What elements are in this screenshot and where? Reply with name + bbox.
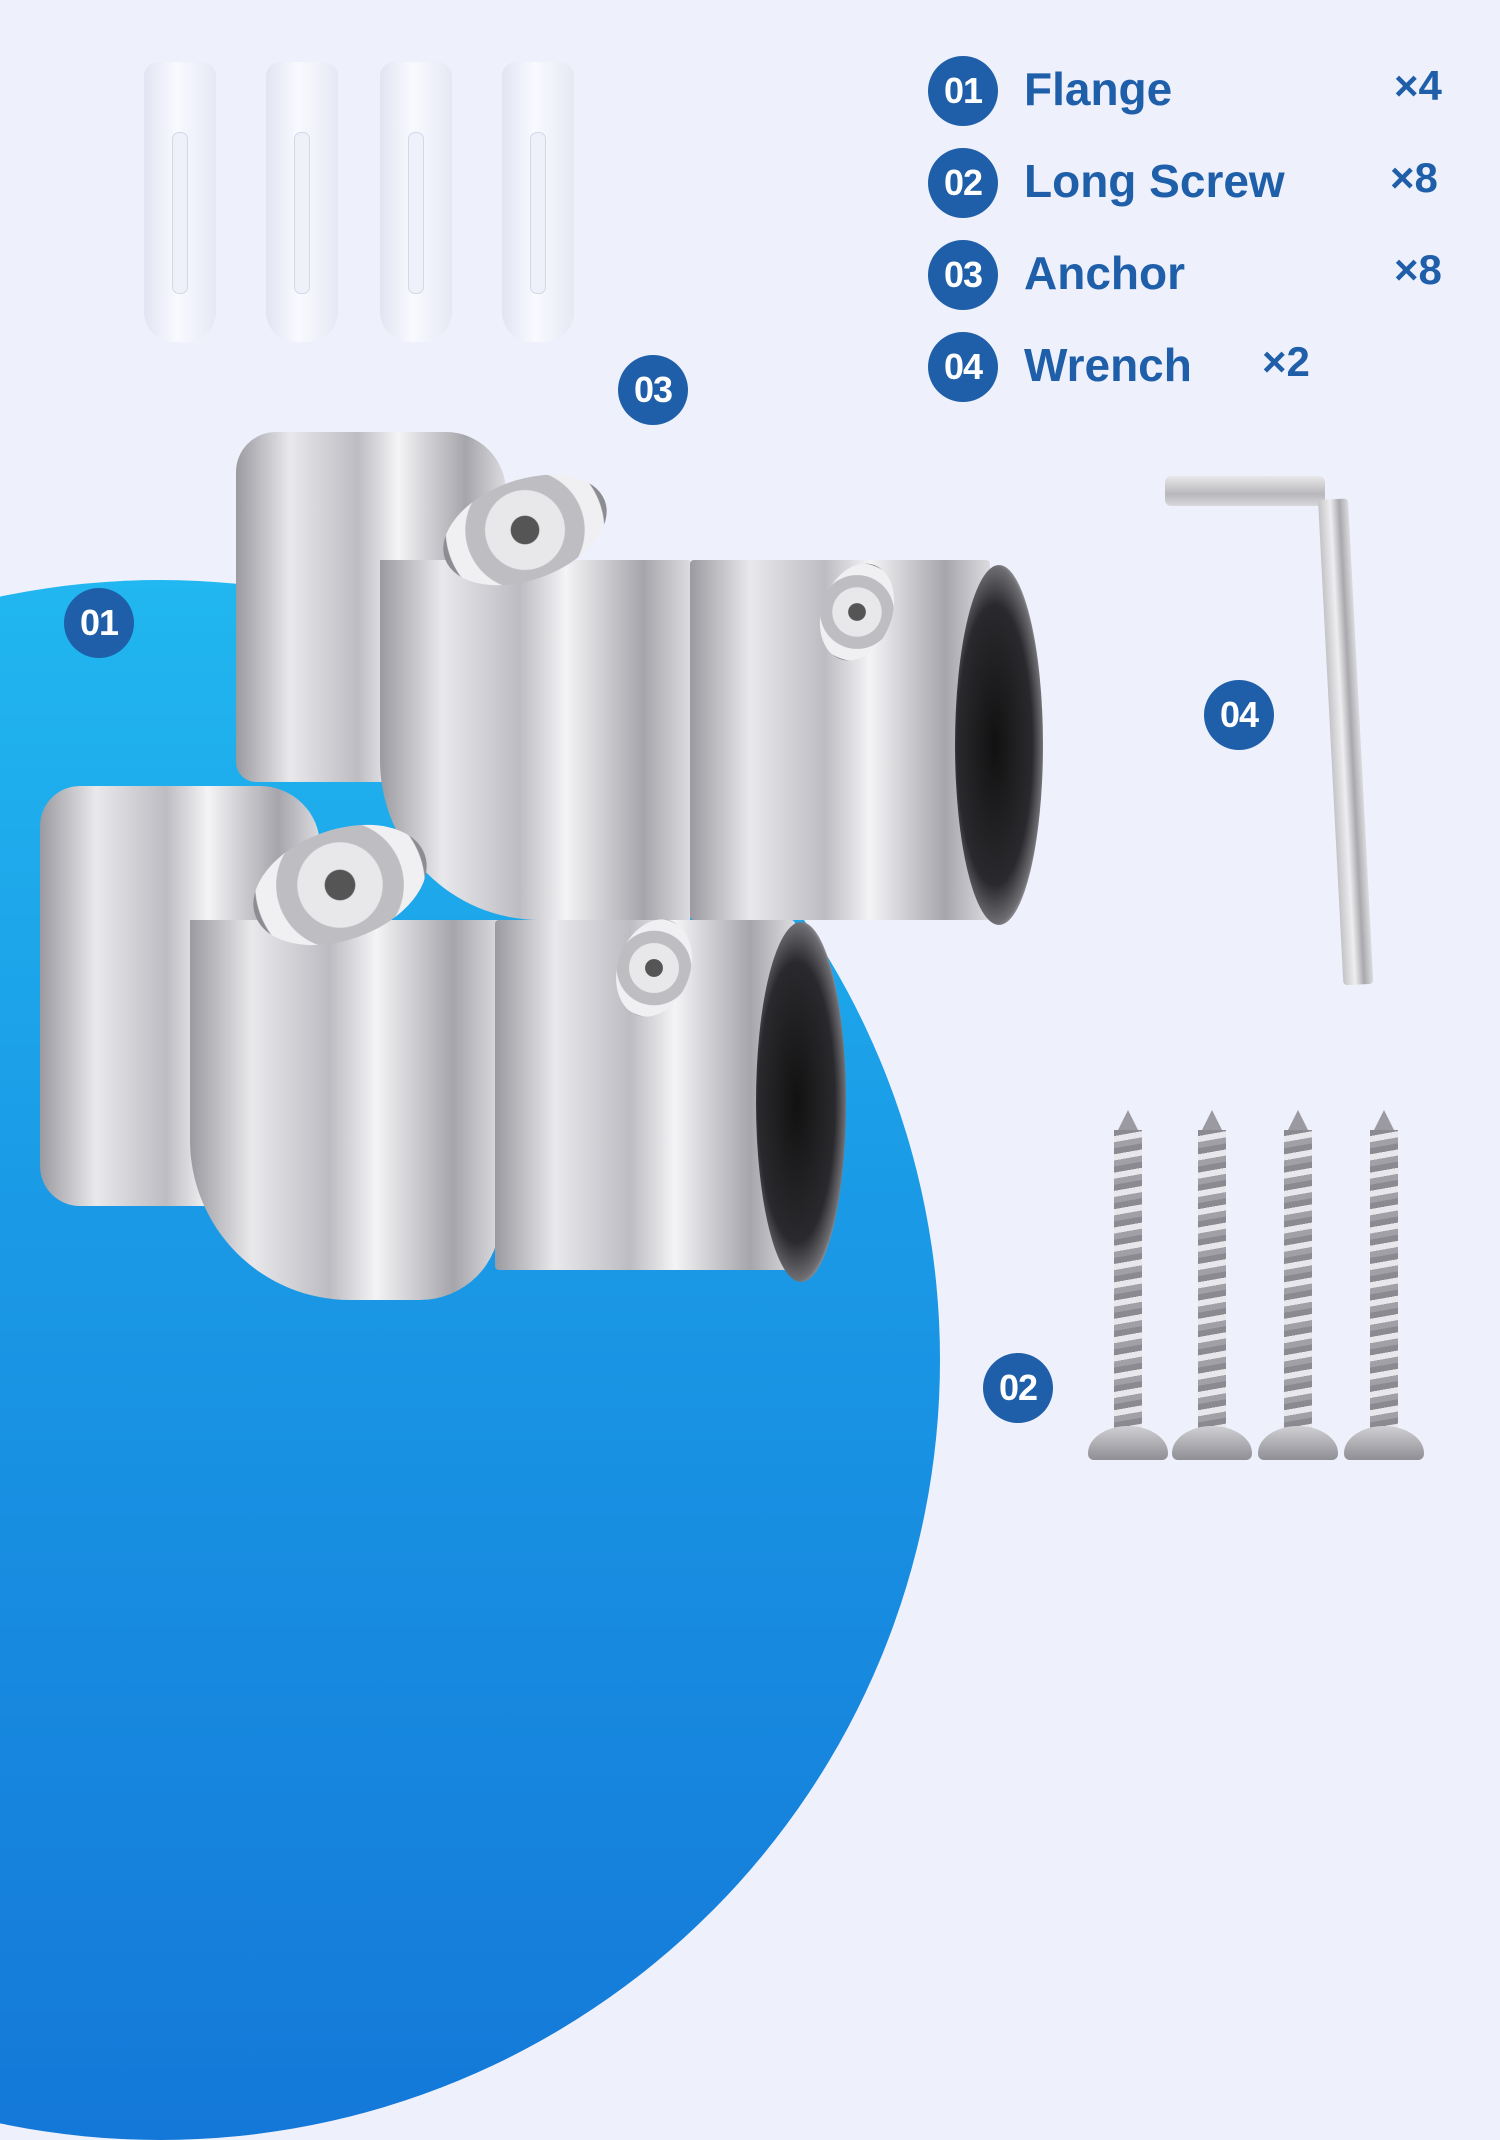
legend-item-wrench: 04 Wrench ×2 [928, 332, 1468, 424]
callout-badge-screw: 02 [983, 1353, 1053, 1423]
parts-legend: 01 Flange ×4 02 Long Screw ×8 03 Anchor … [928, 56, 1468, 424]
legend-item-quantity: ×4 [1394, 62, 1442, 109]
legend-item-anchor: 03 Anchor ×8 [928, 240, 1468, 332]
legend-item-quantity: ×2 [1262, 338, 1310, 385]
number-badge: 01 [928, 56, 998, 126]
long-screw [1344, 1110, 1424, 1470]
number-badge: 02 [928, 148, 998, 218]
pipe-opening [955, 565, 1043, 925]
anchor-plug [260, 52, 344, 352]
anchor-plug [496, 52, 580, 352]
callout-badge-anchor: 03 [618, 355, 688, 425]
number-badge: 04 [928, 332, 998, 402]
legend-item-name: Anchor [1024, 247, 1185, 299]
callout-badge-wrench: 04 [1204, 680, 1274, 750]
flange-elbow [380, 560, 690, 920]
legend-item-quantity: ×8 [1390, 154, 1438, 201]
callout-badge-flange: 01 [64, 588, 134, 658]
long-screw [1088, 1110, 1168, 1470]
long-screw [1172, 1110, 1252, 1470]
legend-item-long-screw: 02 Long Screw ×8 [928, 148, 1468, 240]
legend-item-name: Flange [1024, 63, 1173, 115]
wrench-long-arm [1318, 498, 1374, 986]
legend-item-flange: 01 Flange ×4 [928, 56, 1468, 148]
anchor-plug [138, 52, 222, 352]
legend-item-name: Long Screw [1024, 155, 1285, 207]
anchor-plug [374, 52, 458, 352]
long-screw [1258, 1110, 1338, 1470]
flange-elbow [190, 920, 500, 1300]
pipe-opening [756, 922, 846, 1282]
legend-item-quantity: ×8 [1394, 246, 1442, 293]
wrench-short-arm [1165, 476, 1325, 506]
number-badge: 03 [928, 240, 998, 310]
legend-item-name: Wrench [1024, 339, 1192, 391]
